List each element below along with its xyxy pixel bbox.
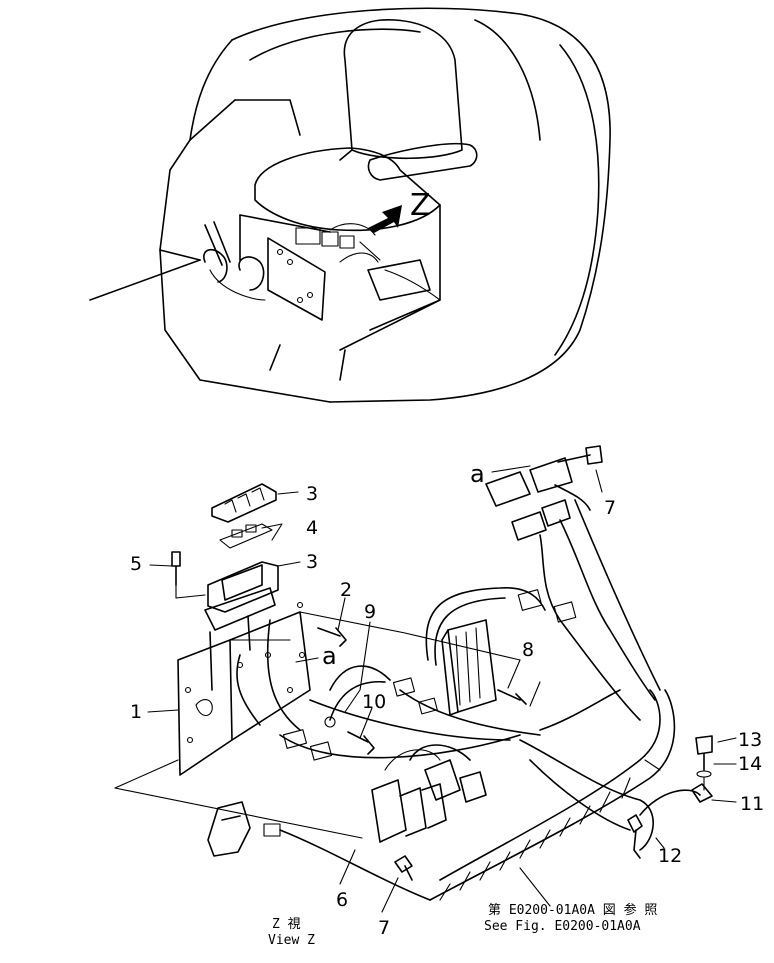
callout-14: 14: [738, 753, 762, 775]
cab-overview-drawing: Z: [89, 7, 611, 403]
callout-a-upper: a: [470, 460, 485, 488]
callout-11: 11: [740, 793, 764, 815]
caption-ref-en: See Fig. E0200-01A0A: [484, 919, 641, 934]
callout-10: 10: [362, 691, 386, 713]
callout-3-upper: 3: [306, 483, 318, 505]
callout-12: 12: [658, 845, 682, 867]
caption-view-z-en: View Z: [268, 933, 315, 948]
callout-7-lower: 7: [378, 917, 390, 939]
callout-8: 8: [522, 639, 534, 661]
view-marker-z: Z: [410, 188, 431, 223]
callout-9: 9: [364, 601, 376, 623]
view-z-assembly-drawing: [114, 445, 713, 901]
callout-5: 5: [130, 553, 142, 575]
callout-4: 4: [306, 517, 318, 539]
callout-7-upper: 7: [604, 497, 616, 519]
view-z-arrow: [368, 205, 402, 233]
callout-13: 13: [738, 729, 762, 751]
callout-a-lower: a: [322, 642, 337, 670]
callout-6: 6: [336, 889, 348, 911]
callout-3-lower: 3: [306, 551, 318, 573]
callout-leaders: [147, 465, 737, 913]
callout-1: 1: [130, 701, 142, 723]
caption-ref-jp: 第 E0200-01A0A 図 参 照: [488, 902, 657, 918]
caption-view-z-jp: Z 視: [272, 917, 301, 932]
callout-2: 2: [340, 579, 352, 601]
